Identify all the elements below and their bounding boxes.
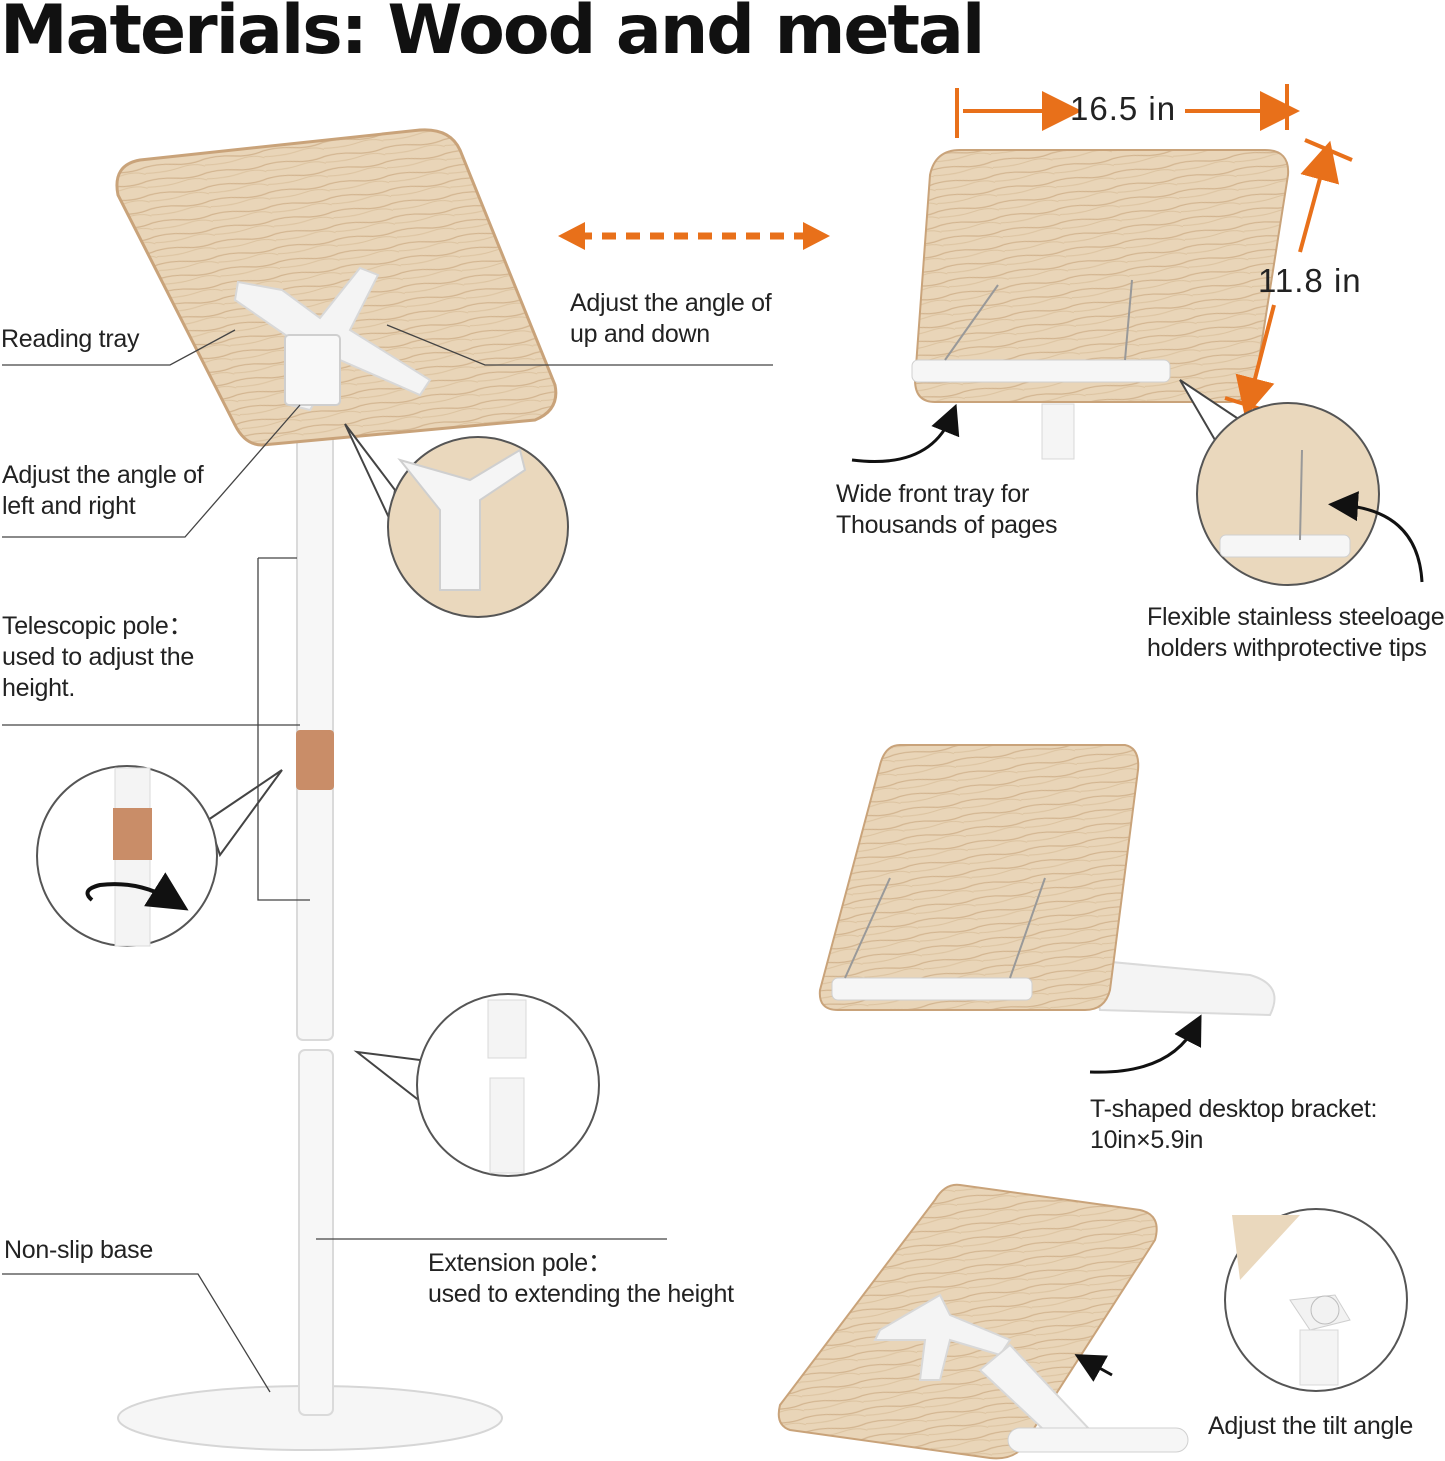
detail-circle-holder [1179,379,1380,586]
copper-knob [296,730,334,790]
extension-pole-label: Extension pole： used to extending the he… [428,1248,734,1310]
non-slip-base-label: Non-slip base [4,1236,153,1264]
reading-tray-label: Reading tray [1,325,140,353]
detail-circle-tilt [1224,1208,1408,1392]
detail-circle-copper-knob [36,765,283,947]
holders-label: Flexible stainless steeloage holders wit… [1147,602,1445,664]
telescopic-pole [296,399,334,1041]
detail-circle-pole-joint [353,993,600,1177]
holders-line-1: Flexible stainless steeloage [1147,603,1445,631]
detail-circle-tray-joint [344,423,569,618]
width-dimension: 16.5 in [1070,90,1177,127]
angle-up-down-line-1: Adjust the angle of [570,289,772,317]
curved-arrow-icon [1089,1014,1202,1074]
front-tray-line-1: Wide front tray for [836,480,1029,508]
angle-up-down-label: Adjust the angle of up and down [570,288,772,350]
tilt-stand [777,1183,1189,1460]
front-tray-label: Wide front tray for Thousands of pages [836,479,1057,541]
book-stand-top [911,149,1290,460]
angle-up-down-line-2: up and down [570,320,710,348]
curved-arrow-icon [1328,491,1424,583]
telescopic-line-1: Telescopic pole： [2,612,194,640]
depth-dimension: 11.8 in [1258,262,1362,299]
angle-left-right-line-2: left and right [2,492,136,520]
angle-left-right-label: Adjust the angle of left and right [2,460,204,522]
extension-pole [298,1049,334,1416]
arrow-icon [1074,1354,1113,1382]
extension-line-1: Extension pole： [428,1249,613,1277]
page-title: Materials: Wood and metal [0,0,985,70]
holders-line-2: holders withprotective tips [1147,634,1427,662]
telescopic-line-2: used to adjust the [2,643,194,671]
bracket-line-1: T-shaped desktop bracket: [1090,1095,1378,1123]
bracket-line-2: 10in×5.9in [1090,1126,1204,1154]
leader-lines [2,324,773,1393]
tilt-angle-label: Adjust the tilt angle [1208,1412,1413,1440]
telescopic-line-3: height. [2,674,75,702]
reading-tray [115,128,558,447]
front-tray-line-2: Thousands of pages [836,511,1058,539]
double-arrow-icon [558,222,830,250]
telescopic-pole-label: Telescopic pole： used to adjust the heig… [2,611,194,704]
curved-arrow-icon [851,403,960,464]
rotate-arrow-icon [85,872,189,911]
bracket-label: T-shaped desktop bracket: 10in×5.9in [1090,1094,1377,1156]
floor-stand [115,128,558,1451]
angle-left-right-line-1: Adjust the angle of [2,461,204,489]
extension-line-2: used to extending the height [428,1280,734,1308]
desk-stand [818,744,1276,1017]
